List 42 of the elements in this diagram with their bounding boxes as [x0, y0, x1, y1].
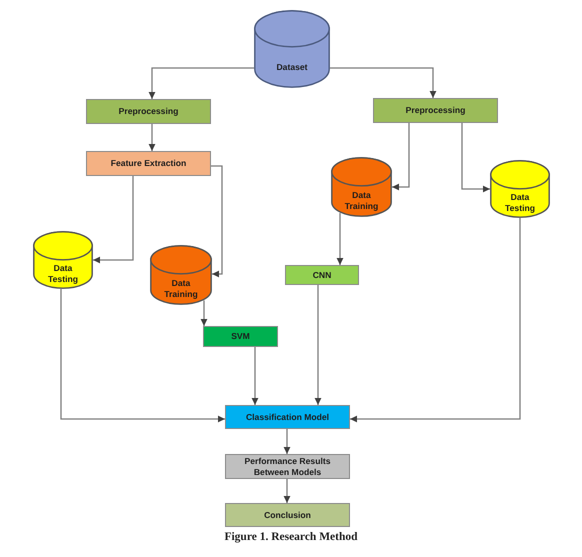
process-box: [86, 151, 211, 176]
process-box: [225, 503, 350, 527]
node-label: Data Training: [163, 278, 199, 300]
process-box: [225, 405, 350, 429]
node-label: Conclusion: [264, 510, 311, 520]
arrow: [252, 347, 258, 405]
arrow: [350, 218, 521, 422]
arrow: [200, 300, 208, 326]
arrow: [284, 479, 290, 503]
node-label: Preprocessing: [406, 105, 466, 116]
database-cylinder: [33, 231, 93, 289]
node-label: Performance Results Between Models: [244, 456, 332, 478]
node-label: Data Testing: [504, 192, 536, 214]
node-label: Data Testing: [47, 263, 79, 285]
node-label: Feature Extraction: [110, 158, 186, 169]
figure-caption: Figure 1. Research Method: [224, 531, 358, 543]
process-box: [225, 454, 350, 479]
arrow: [211, 165, 223, 278]
arrow: [461, 123, 490, 192]
arrow: [336, 212, 344, 265]
arrow: [392, 123, 410, 190]
database-cylinder: [490, 160, 550, 218]
database-cylinder: [150, 245, 212, 305]
arrow: [148, 124, 156, 151]
database-cylinder: [331, 157, 392, 217]
arrow: [93, 176, 134, 264]
process-box: [373, 98, 498, 123]
node-label: Dataset: [276, 62, 308, 72]
node-label: SVM: [231, 331, 250, 342]
process-box: [86, 99, 211, 124]
node-label: Preprocessing: [118, 106, 178, 117]
arrow: [60, 288, 225, 422]
node-label: CNN: [312, 270, 332, 280]
arrow: [148, 67, 254, 99]
node-label: Data Training: [344, 190, 380, 212]
process-box: [203, 326, 278, 347]
arrow: [314, 285, 322, 405]
process-box: [285, 265, 359, 285]
arrow: [284, 429, 290, 454]
arrow: [330, 67, 436, 98]
node-label: Classification Model: [246, 412, 330, 422]
database-cylinder: [254, 10, 330, 88]
